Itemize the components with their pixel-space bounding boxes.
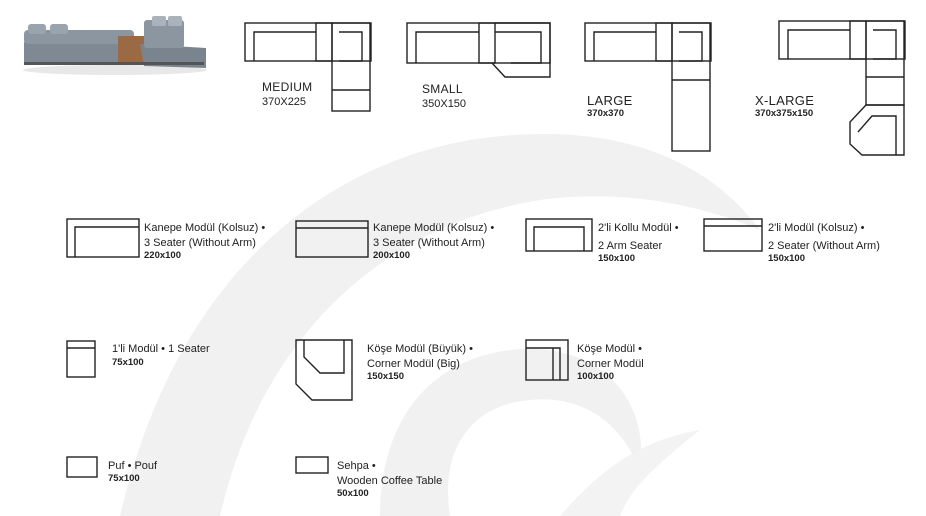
module-label: 3 Seater (Without Arm): [144, 237, 256, 249]
module-dims: 150x100: [598, 253, 635, 264]
config-dims: 370x370: [587, 108, 624, 119]
config-name: X-LARGE: [755, 93, 815, 108]
module-label: Köşe Modül •: [577, 343, 642, 355]
config-medium-diagram: [244, 22, 372, 112]
module-label: Puf • Pouf: [108, 460, 158, 472]
module-2-arm-seater-diagram: [525, 218, 593, 252]
module-label: 2 Arm Seater: [598, 240, 663, 252]
config-small-diagram: [406, 22, 551, 78]
module-dims: 50x100: [337, 488, 369, 499]
config-name: LARGE: [587, 93, 633, 108]
module-label: Köşe Modül (Büyük) •: [367, 343, 473, 355]
module-label: Kanepe Modül (Kolsuz) •: [144, 222, 266, 234]
module-label: Wooden Coffee Table: [337, 475, 443, 487]
module-label: Kanepe Modül (Kolsuz) •: [373, 222, 495, 234]
module-3-seater-200-diagram: [295, 220, 369, 258]
module-label: Sehpa •: [337, 460, 376, 472]
module-1-seater-diagram: [66, 340, 96, 378]
config-name: SMALL: [422, 82, 463, 96]
module-dims: 150x100: [768, 253, 805, 264]
module-3-seater-220-diagram: [66, 218, 140, 258]
module-label: 2'li Kollu Modül •: [598, 222, 679, 234]
module-dims: 75x100: [112, 357, 144, 368]
module-corner-big-diagram: [295, 339, 353, 401]
module-dims: 200x100: [373, 250, 410, 261]
module-2-seater-diagram: [703, 218, 763, 252]
module-dims: 150x150: [367, 371, 404, 382]
module-coffee-table-diagram: [295, 456, 329, 474]
module-label: 1'li Modül • 1 Seater: [112, 343, 210, 355]
module-dims: 220x100: [144, 250, 181, 261]
module-label: 3 Seater (Without Arm): [373, 237, 485, 249]
module-dims: 100x100: [577, 371, 614, 382]
module-corner-diagram: [525, 339, 569, 381]
config-dims: 350X150: [422, 98, 467, 110]
module-label: 2 Seater (Without Arm): [768, 240, 880, 252]
config-large-diagram: [584, 22, 712, 152]
config-xlarge-diagram: [778, 20, 906, 156]
sectional-sofa-photo: [23, 16, 207, 75]
config-name: MEDIUM: [262, 80, 313, 94]
module-label: Corner Modül (Big): [367, 358, 460, 370]
module-pouf-diagram: [66, 456, 98, 478]
module-label: 2'li Modül (Kolsuz) •: [768, 222, 865, 234]
module-label: Corner Modül: [577, 358, 644, 370]
module-dims: 75x100: [108, 473, 140, 484]
config-dims: 370X225: [262, 96, 307, 108]
config-dims: 370x375x150: [755, 108, 814, 119]
